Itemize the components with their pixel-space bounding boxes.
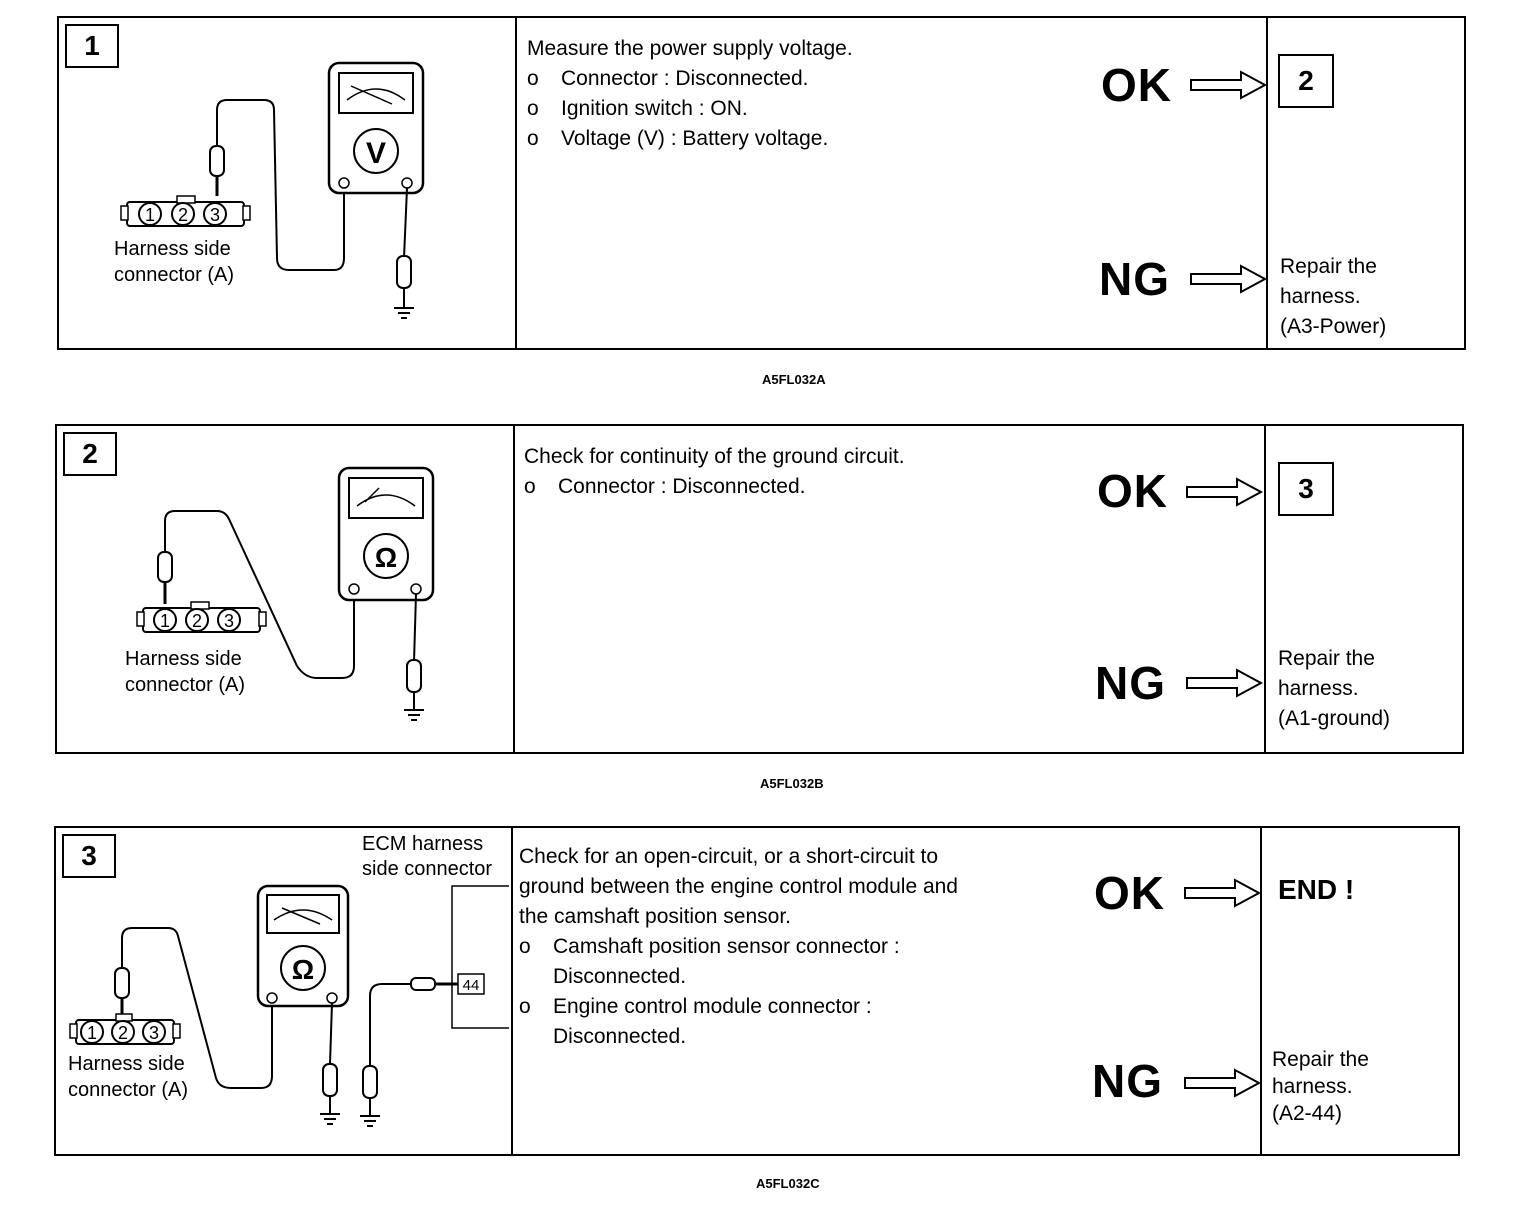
arrow-right-icon [1190,70,1268,100]
ohmmeter-icon: Ω [256,884,350,1008]
end-label: END ! [1278,874,1355,905]
meter-symbol: Ω [292,954,314,985]
pin-2-label: 2 [118,1023,128,1043]
instruction-title: Measure the power supply voltage. [527,37,853,60]
step-3-instructions: Check for an open-circuit, or a short-ci… [519,842,989,1052]
test-lead-wire [216,99,345,271]
arrow-right-icon [1190,264,1268,294]
step-number: 1 [65,24,119,68]
ground-icon [320,1113,340,1125]
step-1-results: 2 Repair the harness. (A3-Power) [1266,18,1464,348]
step-2-panel: 2 1 2 3 Ω [55,424,1464,754]
ohmmeter-icon: Ω [337,466,435,602]
ecm-pin-box [457,973,485,995]
step-2-instructions: Check for continuity of the ground circu… [524,442,1084,502]
step-3-panel: 3 1 2 3 [54,826,1460,1156]
ecm-connector-outline [451,885,509,1029]
test-lead-wire [121,927,273,1089]
pin-1-label: 1 [145,205,155,225]
next-step-box: 2 [1278,54,1334,108]
meter-symbol: V [366,137,386,170]
arrow-right-icon [1184,878,1262,908]
arrow-right-icon [1184,1068,1262,1098]
step-2-figure: 2 1 2 3 Ω [57,426,515,752]
instruction-title: Check for an open-circuit, or a short-ci… [519,845,958,928]
step-1-panel: 1 1 2 3 [57,16,1466,350]
ng-result: Repair the harness. (A3-Power) [1280,255,1387,338]
ok-label: OK [1094,867,1165,919]
ng-label: NG [1095,657,1166,709]
harness-circuit-test-diagram: 1 2 3 Ω [68,833,509,1127]
meter-symbol: Ω [375,542,397,573]
ng-label: NG [1092,1055,1163,1107]
instruction-title: Check for continuity of the ground circu… [524,445,905,468]
step-1-figure: 1 1 2 3 [59,18,517,348]
probe-icon [322,1063,338,1097]
ground-icon [360,1115,380,1127]
test-lead-wire [164,510,355,679]
voltmeter-icon: V [327,61,425,195]
voltage-test-diagram: 1 2 3 V [114,61,425,319]
ok-label: OK [1097,465,1168,517]
arrow-right-icon [1186,477,1264,507]
pin-1-label: 1 [160,611,170,631]
pin-2-label: 2 [192,611,202,631]
continuity-test-diagram: 1 2 3 Ω Harness [125,466,435,721]
step-3-figure: 3 1 2 3 [56,828,513,1154]
probe-icon [396,255,412,289]
probe-icon [157,551,173,583]
step-3-results: END ! Repair the harness. (A2-44) [1260,828,1458,1154]
probe-icon [209,145,225,177]
probe-icon [114,967,130,999]
ground-icon [404,709,424,721]
ecm-pin-label: 44 [463,977,480,994]
ground-icon [394,307,414,319]
next-step-box: 3 [1278,462,1334,516]
ng-result: Repair the harness. (A1-ground) [1278,647,1391,730]
step-number: 2 [63,432,117,476]
probe-icon [406,659,422,693]
pin-3-label: 3 [210,205,220,225]
probe-icon [362,1065,378,1099]
ng-label: NG [1099,253,1170,305]
ok-label: OK [1101,59,1172,111]
connector-icon: 1 2 3 [136,601,267,633]
connector-label: Harness side connector (A) [114,238,236,286]
probe-icon [410,977,436,991]
connector-icon: 1 2 3 [69,1013,181,1045]
figure-code: A5FL032B [760,776,824,791]
ecm-connector-label: ECM harness side connector [362,833,492,880]
pin-2-label: 2 [178,205,188,225]
step-number: 3 [62,834,116,878]
figure-code: A5FL032C [756,1176,820,1191]
connector-icon: 1 2 3 [120,195,251,227]
step-2-results: 3 Repair the harness. (A1-ground) [1264,426,1462,752]
arrow-right-icon [1186,668,1264,698]
connector-label: Harness side connector (A) [125,648,247,696]
connector-label: Harness side connector (A) [68,1053,190,1101]
pin-1-label: 1 [87,1023,97,1043]
ng-result: Repair the harness. (A2-44) [1272,1048,1369,1125]
pin-3-label: 3 [149,1023,159,1043]
pin-3-label: 3 [224,611,234,631]
figure-code: A5FL032A [762,372,826,387]
